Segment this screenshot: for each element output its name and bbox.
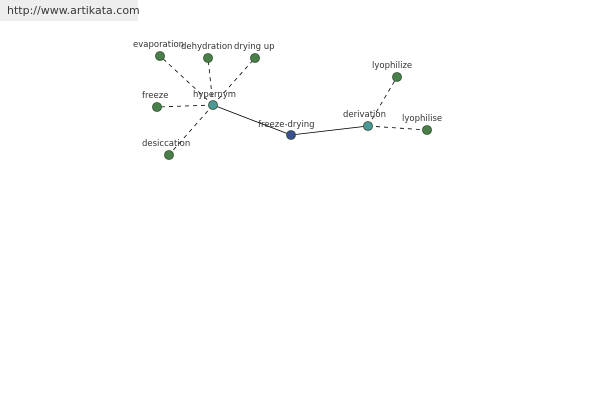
graph-nodes: freeze-drying hypernym derivation evaporati…: [133, 40, 442, 160]
node-freeze[interactable]: freeze: [142, 91, 168, 112]
node-label-derivation: derivation: [343, 110, 386, 120]
source-banner: http://www.artikata.com: [0, 0, 140, 21]
node-desiccation[interactable]: desiccation: [142, 139, 190, 160]
node-derivation[interactable]: derivation: [343, 110, 386, 131]
node-dot-derivation[interactable]: [363, 121, 373, 131]
graph-edges: [156, 55, 428, 156]
node-hypernym[interactable]: hypernym: [193, 90, 236, 110]
node-freeze-drying[interactable]: freeze-drying: [258, 120, 315, 140]
node-label-drying-up: drying up: [234, 42, 275, 52]
node-label-freeze-drying: freeze-drying: [258, 120, 315, 130]
node-label-evaporation: evaporation: [133, 40, 184, 50]
node-label-freeze: freeze: [142, 91, 168, 101]
edge-derivation-lyophilise: [367, 125, 428, 131]
node-lyophilise[interactable]: lyophilise: [402, 114, 442, 135]
source-link[interactable]: http://www.artikata.com: [7, 4, 140, 17]
node-label-dehydration: dehydration: [181, 42, 232, 52]
node-dot-desiccation[interactable]: [164, 150, 174, 160]
node-lyophilize[interactable]: lyophilize: [372, 61, 412, 82]
node-label-lyophilise: lyophilise: [402, 114, 442, 124]
edge-derivation-lyophilize: [367, 76, 398, 127]
node-dot-hypernym[interactable]: [208, 100, 218, 110]
node-dot-lyophilize[interactable]: [392, 72, 402, 82]
edge-freeze-drying-derivation: [290, 125, 369, 136]
node-dot-evaporation[interactable]: [155, 51, 165, 61]
node-dot-dehydration[interactable]: [203, 53, 213, 63]
edge-hypernym-freeze: [156, 104, 214, 108]
node-dot-lyophilise[interactable]: [422, 125, 432, 135]
node-dehydration[interactable]: dehydration: [181, 42, 232, 63]
node-drying-up[interactable]: drying up: [234, 42, 275, 63]
node-dot-freeze-drying[interactable]: [286, 130, 296, 140]
node-evaporation[interactable]: evaporation: [133, 40, 184, 61]
node-dot-drying-up[interactable]: [250, 53, 260, 63]
edge-hypernym-desiccation: [168, 104, 214, 156]
node-label-desiccation: desiccation: [142, 139, 190, 149]
node-dot-freeze[interactable]: [152, 102, 162, 112]
node-label-hypernym: hypernym: [193, 90, 236, 100]
node-label-lyophilize: lyophilize: [372, 61, 412, 71]
edge-hypernym-freeze-drying: [212, 104, 292, 136]
edge-hypernym-drying-up: [212, 57, 256, 106]
